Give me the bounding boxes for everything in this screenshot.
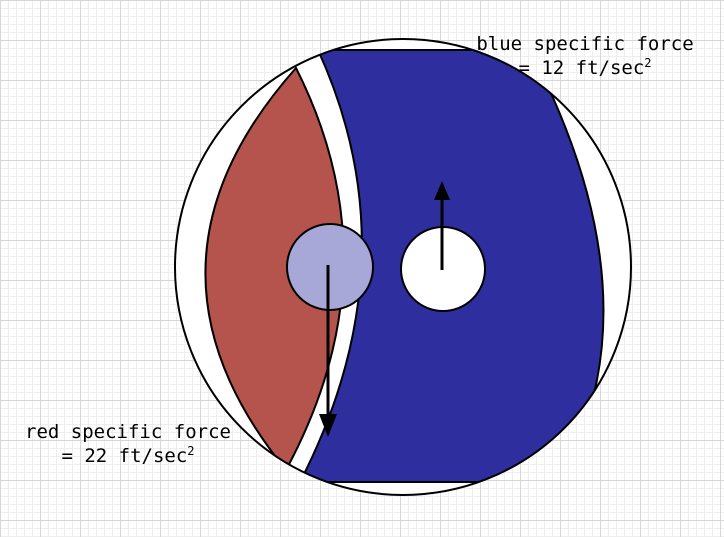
red-force-label-line2-wrap: = 22 ft/sec2 (18, 444, 238, 470)
blue-force-label-line1: blue specific force (476, 33, 694, 55)
red-force-label-line2: = 22 ft/sec (61, 445, 188, 467)
blue-force-arrow (434, 181, 450, 270)
blue-force-label-line2-wrap: = 12 ft/sec2 (470, 56, 700, 82)
red-bubble (286, 223, 374, 311)
outer-circle-outline (174, 38, 632, 496)
red-force-label: red specific force = 22 ft/sec2 (18, 420, 238, 470)
red-force-label-line1: red specific force (25, 421, 231, 443)
blue-force-exponent: 2 (644, 56, 652, 70)
red-force-arrow (319, 265, 337, 437)
blue-force-label: blue specific force = 12 ft/sec2 (470, 32, 700, 82)
blue-force-label-line2: = 12 ft/sec (518, 57, 645, 79)
red-force-exponent: 2 (187, 444, 195, 458)
